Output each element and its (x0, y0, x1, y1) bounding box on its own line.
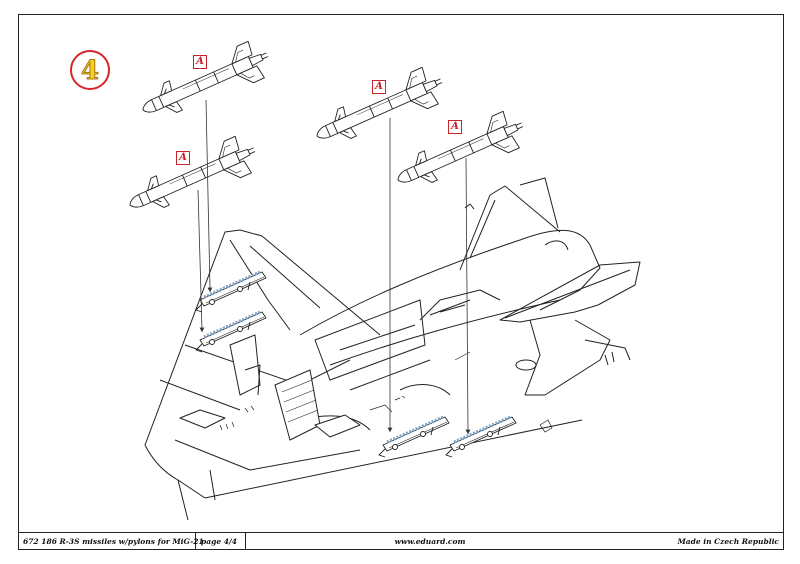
footer-website-link[interactable]: www.eduard.com (394, 537, 466, 546)
instruction-sheet-frame (18, 14, 784, 550)
aircraft-tail-fin (459, 177, 561, 271)
missile-2 (121, 130, 263, 224)
footer-made-in: Made in Czech Republic (677, 537, 779, 546)
part-ref-box: A (193, 55, 207, 69)
aircraft-wing-outline (144, 229, 583, 521)
footer-bar: 672 186 R-3S missiles w/pylons for MiG-2… (18, 532, 784, 550)
step-number-badge: 4 (70, 50, 110, 90)
part-ref-box: A (372, 80, 386, 94)
part-ref-box: A (448, 120, 462, 134)
aircraft-fuselage-outline (299, 229, 601, 431)
aircraft-stabilizer (499, 261, 641, 396)
missile-1 (134, 35, 276, 129)
wing-pylons (179, 334, 361, 441)
launch-rail-4 (444, 415, 518, 459)
footer-page-number: page 4/4 (196, 533, 246, 550)
launch-rail-1 (194, 270, 268, 314)
missile-3 (308, 61, 450, 155)
footer-product-title: 672 186 R-3S missiles w/pylons for MiG-2… (18, 533, 204, 550)
launch-rail-3 (377, 415, 451, 459)
assembly-guide-lines (197, 99, 471, 435)
step-number: 4 (80, 55, 100, 86)
part-ref-box: A (176, 151, 190, 165)
